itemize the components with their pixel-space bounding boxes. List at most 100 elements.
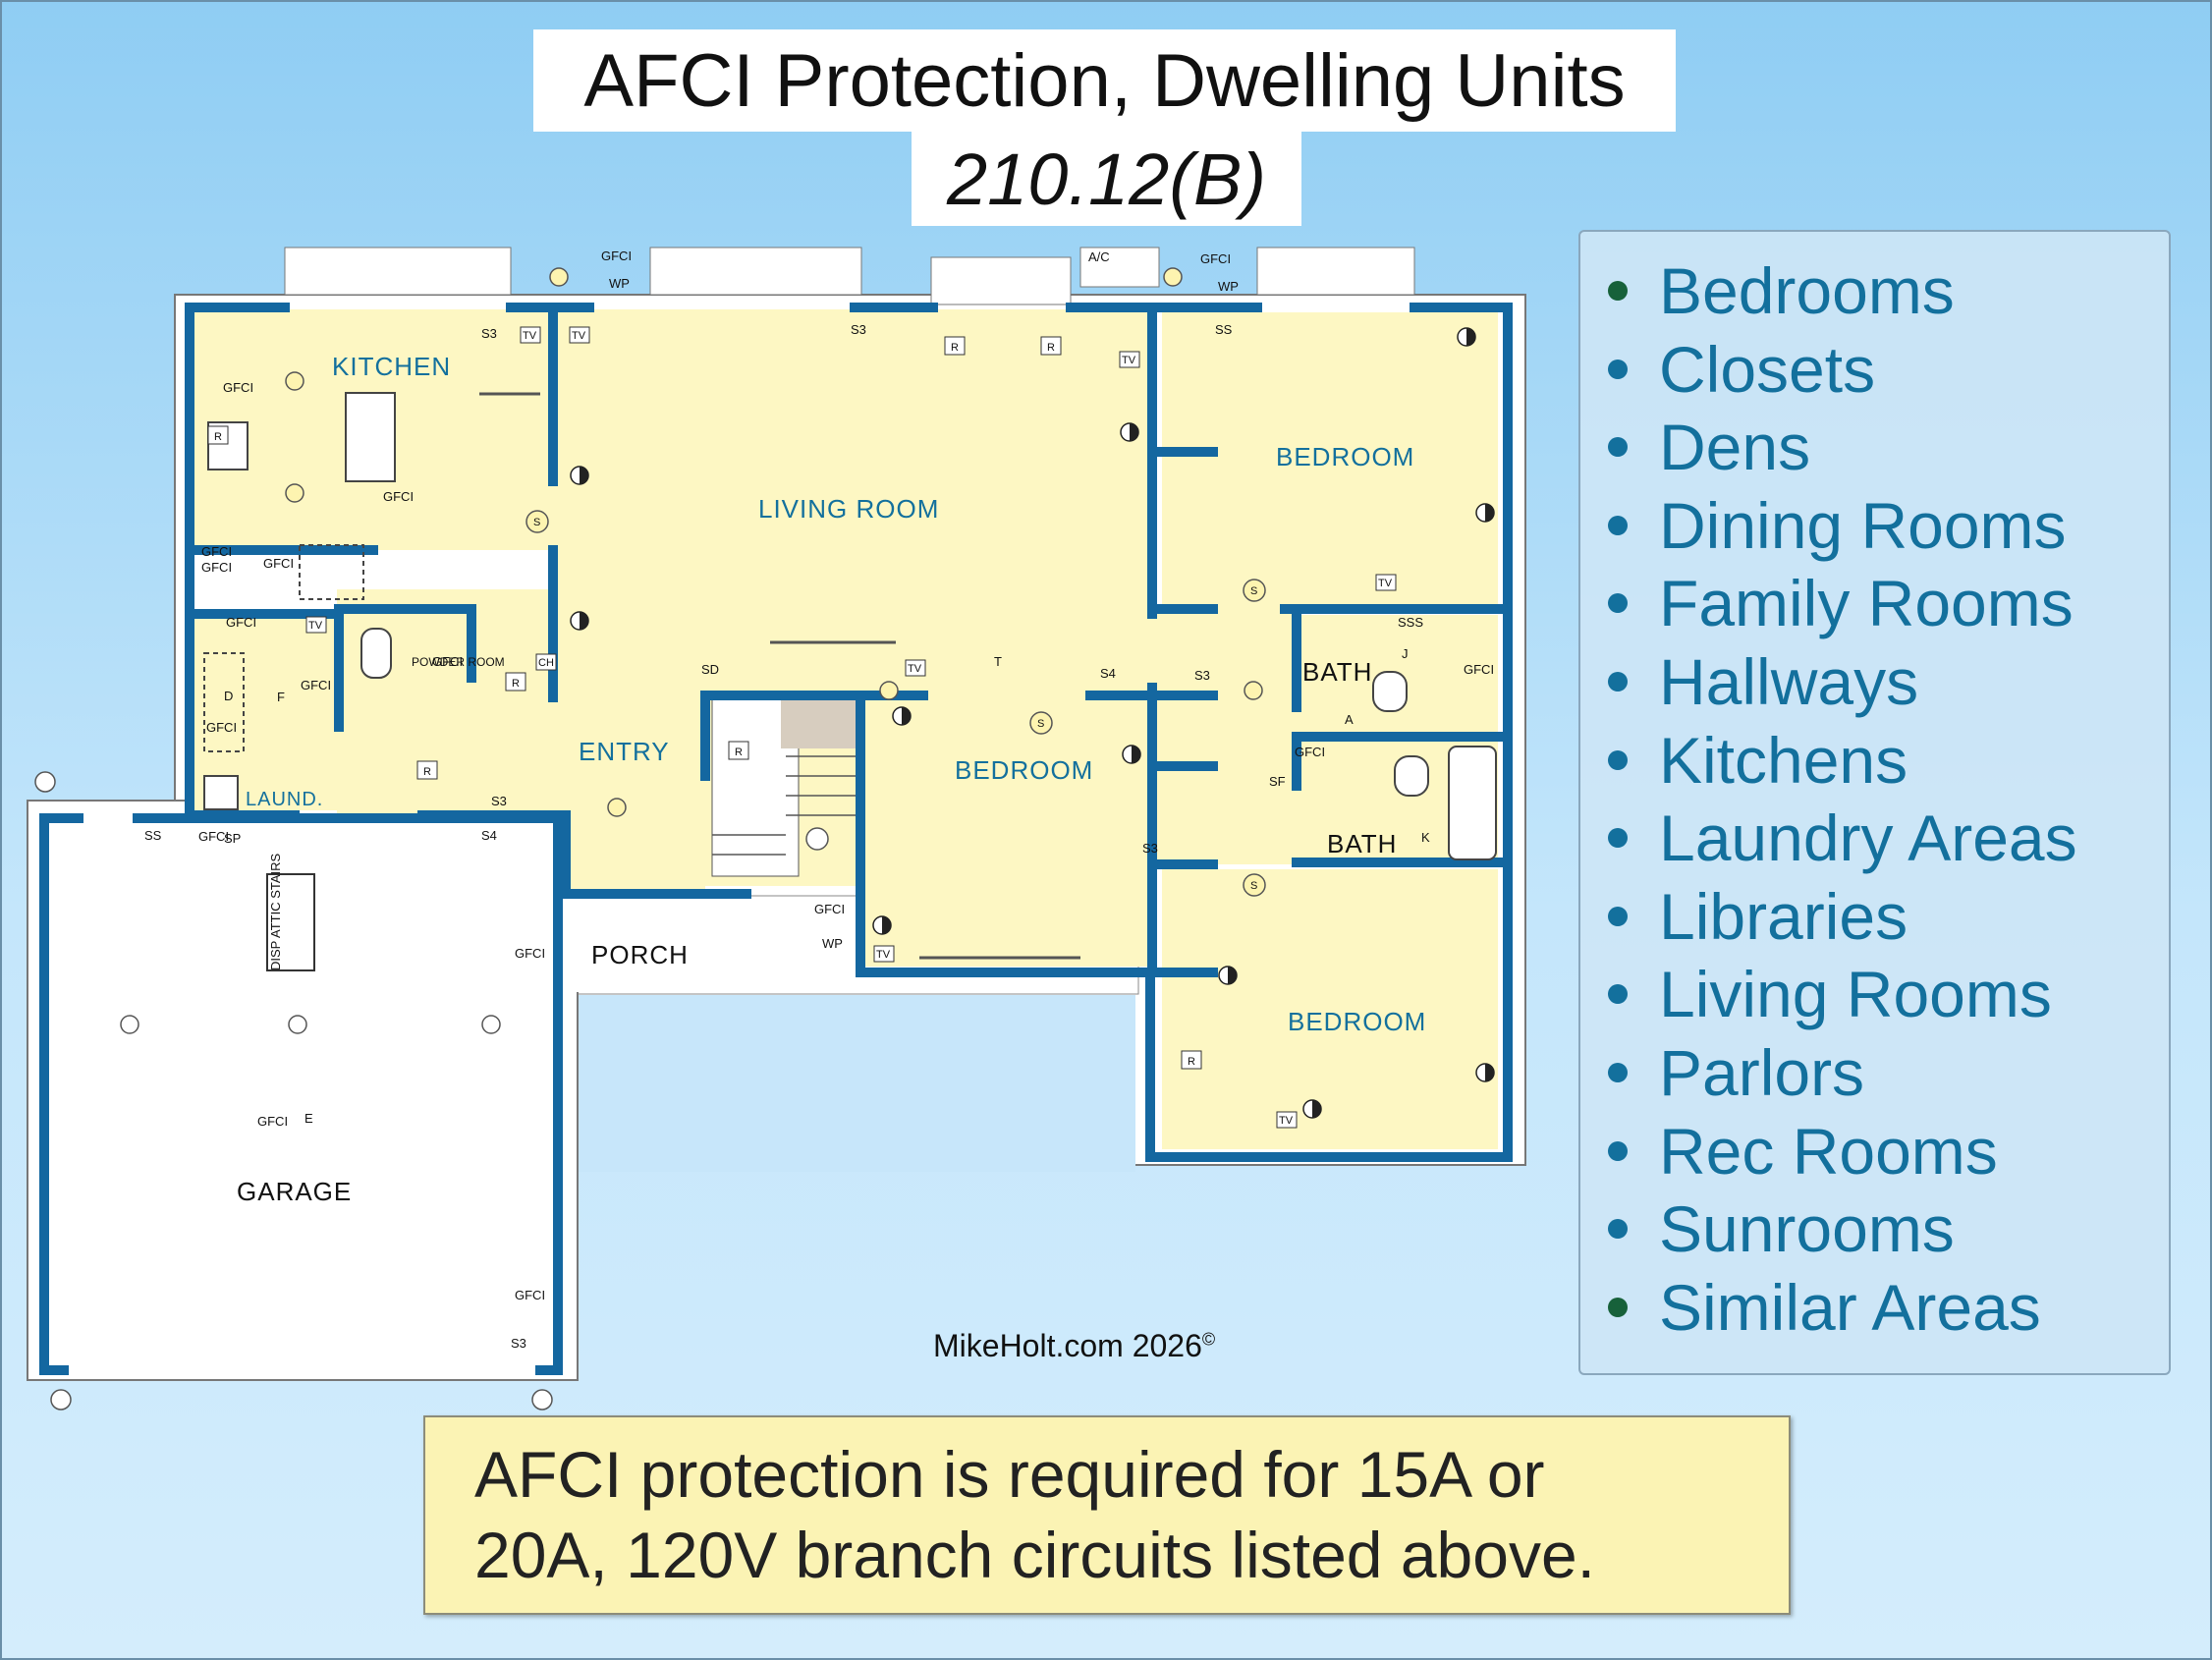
sss-label: SSS	[1398, 615, 1423, 630]
receptacle	[1475, 503, 1495, 523]
bullet-icon	[1608, 1140, 1628, 1161]
bullet-icon	[1608, 437, 1628, 458]
label-kitchen: KITCHEN	[332, 352, 451, 381]
receptacle	[570, 611, 589, 631]
t-label: T	[994, 654, 1002, 669]
note-line-2: 20A, 120V branch circuits listed above.	[474, 1519, 1595, 1591]
stair-landing	[781, 699, 859, 748]
powder-toilet	[360, 628, 392, 679]
s4-label-2: S4	[481, 828, 497, 843]
a-mark-label: A	[1345, 712, 1354, 727]
porch-floor	[568, 899, 853, 992]
s3-label-1: S3	[481, 326, 497, 341]
bath-2-tub	[1448, 746, 1497, 860]
svg-text:R: R	[512, 678, 520, 690]
bullet-icon	[1608, 593, 1628, 614]
dishwasher	[299, 544, 364, 600]
note-line-1: AFCI protection is required for 15A or	[474, 1438, 1545, 1511]
gfci-label-8: GFCI	[226, 615, 256, 630]
label-bath-1: BATH	[1302, 657, 1372, 687]
svg-text:CH: CH	[538, 657, 554, 669]
bullet-icon	[1608, 281, 1628, 301]
j-label: J	[1402, 646, 1409, 661]
list-item: Kitchens	[1580, 721, 2169, 800]
afci-areas-panel: Bedrooms Closets Dens Dining Rooms Famil…	[1578, 230, 2171, 1375]
list-item: Libraries	[1580, 877, 2169, 956]
svg-text:S: S	[1250, 880, 1257, 892]
svg-text:TV: TV	[908, 663, 922, 675]
gfci-label-5: GFCI	[201, 544, 232, 559]
svg-text:R: R	[735, 747, 743, 758]
code-reference: 210.12(B)	[912, 132, 1301, 226]
list-item: Dens	[1580, 408, 2169, 486]
svg-text:TV: TV	[1279, 1115, 1294, 1127]
list-item: Hallways	[1580, 642, 2169, 721]
tv-outlets: TV TV TV TV TV TV TV TV CH R R R R R R R	[207, 326, 1397, 1129]
list-item: Parlors	[1580, 1033, 2169, 1112]
gfci-label-12: GFCI	[198, 829, 229, 844]
label-bedroom-3: BEDROOM	[1288, 1007, 1426, 1036]
gfci-label-7: GFCI	[263, 556, 294, 571]
svg-text:TV: TV	[876, 949, 891, 961]
bullet-icon	[1608, 828, 1628, 849]
receptacle	[1475, 1063, 1495, 1082]
label-porch: PORCH	[591, 940, 689, 969]
bedroom-2-floor	[860, 699, 1150, 967]
svg-text:TV: TV	[1122, 355, 1136, 366]
window-box-living	[649, 247, 862, 296]
s3-label-3: S3	[491, 794, 507, 808]
gfci-label-1: GFCI	[601, 249, 632, 263]
receptacle	[1457, 327, 1476, 347]
bath-2-toilet	[1394, 755, 1429, 797]
receptacle	[570, 466, 589, 485]
ac-box	[1079, 247, 1160, 288]
list-item: Closets	[1580, 330, 2169, 409]
list-item: Living Rooms	[1580, 955, 2169, 1033]
bullet-icon	[1608, 1297, 1628, 1317]
list-item: Rec Rooms	[1580, 1112, 2169, 1190]
gfci-label-3: GFCI	[223, 380, 253, 395]
receptacle	[1218, 966, 1238, 985]
k-label: K	[1421, 830, 1430, 845]
svg-text:R: R	[1188, 1056, 1195, 1068]
svg-text:R: R	[423, 766, 431, 778]
list-item: Bedrooms	[1580, 251, 2169, 330]
e-label: E	[304, 1111, 313, 1126]
bath-1-toilet	[1372, 671, 1408, 712]
f-label: F	[277, 690, 285, 704]
bullet-icon	[1608, 1062, 1628, 1082]
bullet-icon	[1608, 984, 1628, 1005]
s3-label-2: S3	[851, 322, 866, 337]
svg-text:TV: TV	[1378, 578, 1393, 589]
gfci-label-10: GFCI	[432, 654, 463, 669]
s4-label-1: S4	[1100, 666, 1116, 681]
gfci-label-9: GFCI	[301, 678, 331, 692]
dryer	[203, 652, 245, 752]
receptacle	[1120, 422, 1139, 442]
sp-label: SP	[224, 831, 241, 846]
requirement-note: AFCI protection is required for 15A or 2…	[423, 1415, 1791, 1615]
window-box-kitchen	[284, 247, 512, 296]
hall-floor	[1152, 607, 1300, 864]
gfci-label-4: GFCI	[383, 489, 414, 504]
sf-label: SF	[1269, 774, 1286, 789]
receptacle	[892, 706, 912, 726]
gfci-label-18: GFCI	[1295, 745, 1325, 759]
window-box-bedroom	[1256, 247, 1415, 296]
stair-treads	[712, 755, 860, 856]
bullet-icon	[1608, 749, 1628, 770]
gfci-label-6: GFCI	[201, 560, 232, 575]
label-powder-room: POWDER ROOM	[412, 655, 505, 669]
svg-text:TV: TV	[523, 330, 537, 342]
sd-label: SD	[701, 662, 719, 677]
receptacles	[570, 327, 1495, 1119]
page-title: AFCI Protection, Dwelling Units	[533, 29, 1676, 132]
receptacle	[872, 915, 892, 935]
list-item: Laundry Areas	[1580, 799, 2169, 877]
ss-label: SS	[1215, 322, 1233, 337]
list-item: Similar Areas	[1580, 1268, 2169, 1347]
attic-stairs	[266, 873, 315, 971]
svg-text:S: S	[1250, 585, 1257, 597]
